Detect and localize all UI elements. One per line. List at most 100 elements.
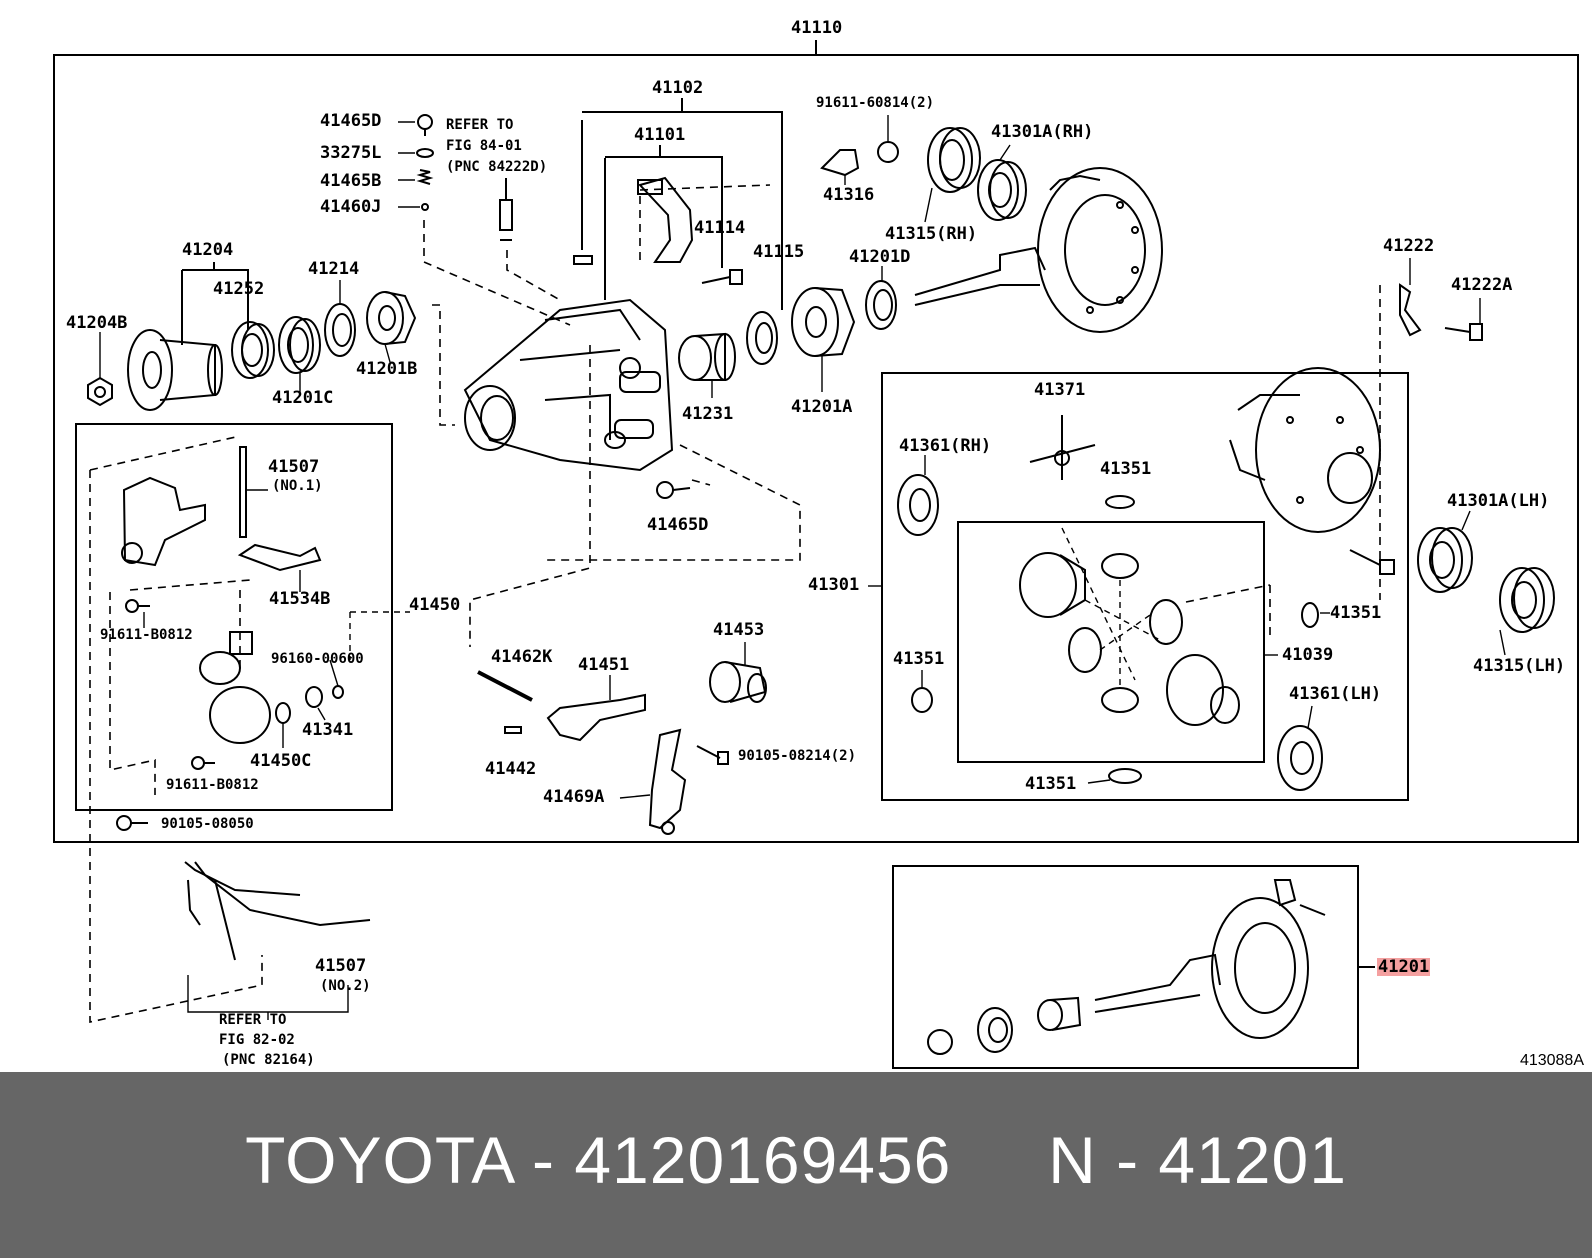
bolt-b	[877, 141, 899, 163]
label-41114: 41114	[694, 218, 746, 238]
footer-part-number-text: TOYOTA - 4120169456 N - 41201	[245, 1123, 1347, 1197]
label-41462k: 41462K	[491, 647, 553, 667]
gasket-33275l	[416, 148, 434, 158]
bolt-90105-08050	[116, 815, 148, 831]
label-41204: 41204	[182, 240, 234, 260]
key-41442	[504, 726, 522, 734]
label-41465d-mid: 41465D	[647, 515, 709, 535]
label-41222a: 41222A	[1451, 275, 1513, 295]
figure-id: 413088A	[1519, 1052, 1584, 1069]
label-41469a: 41469A	[543, 787, 605, 807]
label-41351-c: 41351	[893, 649, 945, 669]
label-41222: 41222	[1383, 236, 1435, 256]
refer-text-82-line3: (PNC 82164)	[222, 1052, 315, 1068]
label-41039: 41039	[1282, 645, 1334, 665]
plug-41465d	[417, 114, 433, 136]
gear-41341	[305, 686, 323, 708]
ball-41460j	[421, 203, 429, 211]
label-41201b: 41201B	[356, 359, 418, 379]
kit-seal	[977, 1007, 1013, 1053]
sensor-frame	[75, 423, 393, 811]
label-41507-no2-sub: (NO.2)	[320, 978, 371, 994]
bearing-41201b	[366, 291, 417, 345]
lock-41222	[1399, 283, 1422, 337]
speed-sensor-41450	[199, 631, 271, 744]
label-41371: 41371	[1034, 380, 1086, 400]
label-41465d-top: 41465D	[320, 111, 382, 131]
label-41201c: 41201C	[272, 388, 334, 408]
label-41315-rh: 41315(RH)	[885, 224, 978, 244]
label-41214: 41214	[308, 259, 360, 279]
pinion-gear-right	[1149, 599, 1183, 645]
label-41507-no1: 41507	[268, 457, 320, 477]
label-41201d: 41201D	[849, 247, 911, 267]
label-91611-b0812-b: 91611-B0812	[166, 777, 259, 793]
spring-41465b	[416, 169, 434, 185]
differential-case-41301	[1229, 367, 1381, 533]
bearing-41201c	[278, 316, 321, 374]
washer-41351-c	[911, 687, 933, 713]
label-41534b: 41534B	[269, 589, 331, 609]
label-41507-no1-sub: (NO.1)	[272, 478, 323, 494]
refer-text-82-line1: REFER TO	[219, 1012, 287, 1028]
label-41450c: 41450C	[250, 751, 312, 771]
label-91611-60814: 91611-60814(2)	[816, 95, 935, 111]
flange-nut	[87, 376, 113, 407]
pinion-gear-bottom	[1101, 687, 1139, 713]
pinion-gear-left	[1068, 627, 1102, 673]
pin-41102	[573, 255, 593, 265]
bolt-41222a	[1444, 323, 1483, 341]
bolt-sensor-a	[125, 599, 150, 613]
label-41450: 41450	[409, 595, 461, 615]
clip-96160	[332, 685, 344, 699]
adjusting-nut-41315-rh	[927, 127, 981, 193]
oring-41450c	[275, 702, 291, 724]
sensor-cover	[121, 476, 206, 567]
kit-pinion	[1094, 953, 1221, 1013]
label-41316: 41316	[823, 185, 875, 205]
case-bolt	[1349, 549, 1395, 575]
bearing-41301a-lh	[1417, 527, 1473, 593]
lock-plate-41316	[820, 149, 860, 177]
washer-41351-d	[1108, 768, 1142, 784]
label-41201-highlight[interactable]: 41201	[1377, 957, 1431, 977]
washer-41361-rh	[897, 474, 939, 536]
adjusting-nut-41315-lh	[1499, 567, 1555, 633]
label-41315-lh: 41315(LH)	[1473, 656, 1566, 676]
label-41301a-rh: 41301A(RH)	[991, 122, 1094, 142]
label-96160-00600: 96160-00600	[271, 651, 364, 667]
plug-41465d-mid	[656, 481, 691, 499]
label-41115: 41115	[753, 242, 805, 262]
washer-41351-a	[1105, 495, 1135, 509]
label-91611-b0812-a: 91611-B0812	[100, 627, 193, 643]
label-41252: 41252	[213, 279, 265, 299]
refer-text-84-line1: REFER TO	[446, 117, 514, 133]
pin-41462k	[477, 670, 533, 702]
label-41351-b: 41351	[1330, 603, 1382, 623]
kit-collar	[1037, 996, 1082, 1031]
collar-41231	[678, 332, 736, 381]
kit-lock	[1273, 879, 1326, 916]
refer-text-84-line3: (PNC 84222D)	[446, 159, 548, 175]
label-41442: 41442	[485, 759, 537, 779]
refer-text-84-line2: FIG 84-01	[446, 138, 522, 154]
wire-harness-41507-no2	[184, 861, 371, 961]
washer-41351-b	[1301, 602, 1319, 628]
bearing-41301a-rh	[977, 159, 1027, 221]
washer-41361-lh	[1277, 725, 1323, 791]
pinion-shaft-41371	[1029, 415, 1096, 480]
switch-pnc-84222d	[499, 178, 513, 241]
label-41101: 41101	[634, 125, 686, 145]
diagram-drawing	[53, 40, 1579, 1069]
sensor-rod	[239, 446, 247, 538]
label-41361-lh: 41361(LH)	[1289, 684, 1382, 704]
kit-ring-gear	[1211, 897, 1309, 1039]
label-41102: 41102	[652, 78, 704, 98]
label-41201a: 41201A	[791, 397, 853, 417]
pinion-gear-top	[1101, 553, 1139, 579]
shift-fork-41451	[546, 693, 646, 742]
sleeve-41453	[709, 661, 767, 703]
label-41351-a: 41351	[1100, 459, 1152, 479]
label-41351-d: 41351	[1025, 774, 1077, 794]
label-90105-08050: 90105-08050	[161, 816, 254, 832]
